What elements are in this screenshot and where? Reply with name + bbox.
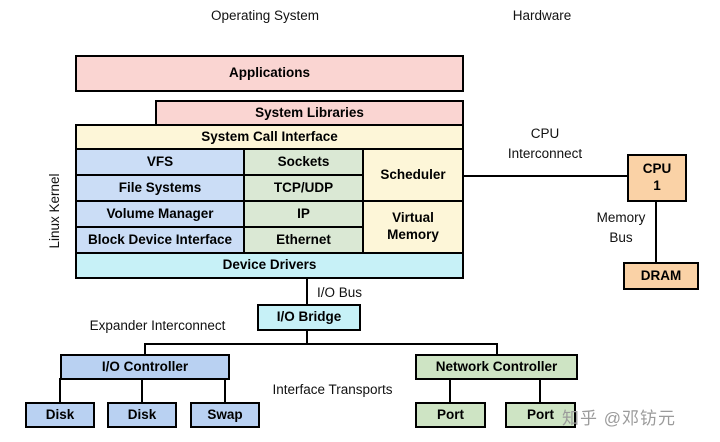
virtual-memory-box: Virtual Memory: [362, 200, 464, 254]
system-call-interface-box: System Call Interface: [75, 124, 464, 150]
ethernet-box: Ethernet: [243, 226, 364, 254]
controller-port1-connector: [449, 378, 451, 404]
applications-box: Applications: [75, 55, 464, 92]
os-section-label: Operating System: [210, 8, 320, 23]
file-systems-box: File Systems: [75, 174, 245, 202]
sockets-box: Sockets: [243, 148, 364, 176]
volume-manager-box: Volume Manager: [75, 200, 245, 228]
io-bus-label: I/O Bus: [317, 285, 363, 300]
network-controller-box: Network Controller: [415, 354, 578, 380]
disk2-box: Disk: [107, 402, 177, 428]
cpu-dram-connector: [655, 202, 657, 262]
scheduler-box: Scheduler: [362, 148, 464, 202]
system-libraries-box: System Libraries: [155, 100, 464, 126]
interface-transports-label: Interface Transports: [272, 382, 393, 397]
memory-bus-label: Memory Bus: [596, 210, 646, 245]
bridge-bus-connector: [306, 331, 308, 345]
io-bridge-box: I/O Bridge: [257, 304, 361, 331]
io-controller-box: I/O Controller: [60, 354, 230, 380]
tcp-udp-box: TCP/UDP: [243, 174, 364, 202]
linux-kernel-side-label: Linux Kernel: [47, 173, 62, 249]
watermark: 知乎 @邓钫元: [562, 409, 676, 428]
device-drivers-box: Device Drivers: [75, 252, 464, 279]
cpu-interconnect-label: CPU Interconnect: [507, 126, 583, 161]
port2-box: Port: [505, 402, 576, 428]
controller-disk2-connector: [141, 378, 143, 404]
cpu-box: CPU 1: [627, 154, 687, 202]
dram-box: DRAM: [623, 262, 699, 290]
controller-swap-connector: [224, 378, 226, 404]
vfs-box: VFS: [75, 148, 245, 176]
device-drivers-bridge-connector: [306, 279, 308, 306]
swap-box: Swap: [190, 402, 260, 428]
disk1-box: Disk: [25, 402, 95, 428]
expander-interconnect-label: Expander Interconnect: [89, 318, 226, 333]
scheduler-cpu-connector: [464, 175, 627, 177]
hardware-section-label: Hardware: [512, 8, 572, 23]
controller-port2-connector: [539, 378, 541, 404]
ip-box: IP: [243, 200, 364, 228]
port1-box: Port: [415, 402, 486, 428]
block-device-interface-box: Block Device Interface: [75, 226, 245, 254]
bus-network-controller-connector: [496, 343, 498, 356]
controller-disk1-connector: [59, 378, 61, 404]
expander-bus-line: [144, 343, 498, 345]
bus-io-controller-connector: [144, 343, 146, 356]
